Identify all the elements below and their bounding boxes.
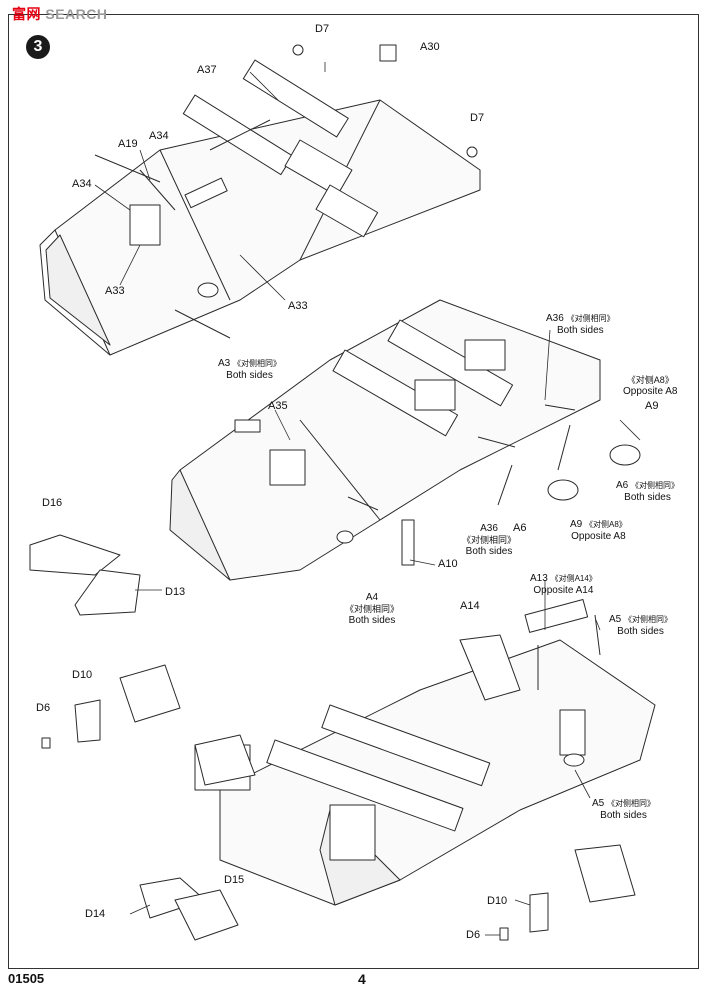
a13-cn: 《对侧A14》 xyxy=(550,574,597,583)
label-d7-top: D7 xyxy=(315,23,330,35)
label-d10-a: D10 xyxy=(72,669,93,681)
label-a5-bot: A5 《对侧相同》 Both sides xyxy=(592,798,655,822)
a36-bot-code: A36 xyxy=(480,523,498,534)
label-a9-opp: A9 《对侧A8》 Opposite A8 xyxy=(570,519,627,543)
label-a37: A37 xyxy=(197,64,217,76)
label-a35: A35 xyxy=(268,400,288,412)
footer-product-code: 01505 xyxy=(8,971,45,986)
side-parts xyxy=(29,534,636,941)
label-a34-b: A34 xyxy=(72,178,92,190)
label-a13: A13 《对侧A14》 Opposite A14 xyxy=(530,573,597,597)
a5-top-cn: 《对侧相同》 xyxy=(624,615,673,624)
watermark-suffix: SEARCH xyxy=(45,6,108,22)
a5-top-en: Both sides xyxy=(617,626,664,637)
a36-top-cn: 《对侧相同》 xyxy=(566,314,615,323)
a4-code: A4 xyxy=(365,592,379,603)
a13-en: Opposite A14 xyxy=(533,585,594,596)
label-a4: A4 《对侧相同》 Both sides xyxy=(345,592,399,627)
label-a30: A30 xyxy=(420,41,440,53)
a5-bot-en: Both sides xyxy=(600,810,647,821)
hull-top xyxy=(39,44,481,356)
a3-code: A3 xyxy=(218,358,231,369)
a6-both-en: Both sides xyxy=(624,492,671,503)
label-a33-b: A33 xyxy=(288,300,308,312)
watermark-mid: 网 xyxy=(26,6,41,22)
a36-top-code: A36 xyxy=(546,313,564,324)
label-a6-a: A6 xyxy=(513,522,527,534)
label-a3: A3 《对侧相同》 Both sides xyxy=(218,358,281,382)
opp-a8-top-cn: 《对侧A8》 xyxy=(626,375,674,385)
watermark: 富网 SEARCH xyxy=(12,4,108,24)
hull-bottom xyxy=(194,598,656,906)
hull-middle xyxy=(169,299,641,581)
step-number-badge: 3 xyxy=(26,35,50,59)
label-d13: D13 xyxy=(165,586,186,598)
a3-cn: 《对侧相同》 xyxy=(233,359,282,368)
label-a33-a: A33 xyxy=(105,285,125,297)
label-a36-bot: A36 《对侧相同》 Both sides xyxy=(462,523,516,558)
a5-bot-cn: 《对侧相同》 xyxy=(607,799,656,808)
label-d10-b: D10 xyxy=(487,895,508,907)
a36-bot-cn: 《对侧相同》 xyxy=(462,535,517,545)
label-a36-top: A36 《对侧相同》 Both sides xyxy=(546,313,615,337)
label-d16: D16 xyxy=(42,497,63,509)
a36-top-en: Both sides xyxy=(556,325,604,336)
label-d15: D15 xyxy=(224,874,245,886)
label-a5-top: A5 《对侧相同》 Both sides xyxy=(609,614,672,638)
page-border xyxy=(8,14,699,969)
label-a14: A14 xyxy=(460,600,480,612)
label-d6-a: D6 xyxy=(36,702,51,714)
label-a34-a: A34 xyxy=(149,130,169,142)
label-d6-b: D6 xyxy=(466,929,481,941)
a5-top-code: A5 xyxy=(609,614,622,625)
opp-a8-top-en: Opposite A8 xyxy=(623,386,678,397)
a13-code: A13 xyxy=(530,573,548,584)
a9-opp-cn: 《对侧A8》 xyxy=(585,520,627,529)
a3-en: Both sides xyxy=(226,370,273,381)
a5-bot-code: A5 xyxy=(592,798,605,809)
watermark-prefix: 富 xyxy=(12,6,27,22)
label-a6-both: A6 《对侧相同》 Both sides xyxy=(616,480,679,504)
label-opposite-a8-top: 《对侧A8》 Opposite A8 xyxy=(623,375,677,398)
a36-bot-en: Both sides xyxy=(465,546,513,557)
a9-opp-code: A9 xyxy=(570,519,583,530)
a4-en: Both sides xyxy=(348,615,396,626)
label-a10: A10 xyxy=(438,558,458,570)
a6-both-cn: 《对侧相同》 xyxy=(631,481,680,490)
label-a19: A19 xyxy=(118,138,138,150)
a4-cn: 《对侧相同》 xyxy=(345,604,400,614)
footer-page-number: 4 xyxy=(358,971,366,987)
a6-both-code: A6 xyxy=(616,480,629,491)
label-d7-right: D7 xyxy=(470,112,485,124)
label-a9: A9 xyxy=(645,400,659,412)
a9-opp-en: Opposite A8 xyxy=(571,531,626,542)
label-d14: D14 xyxy=(85,908,106,920)
